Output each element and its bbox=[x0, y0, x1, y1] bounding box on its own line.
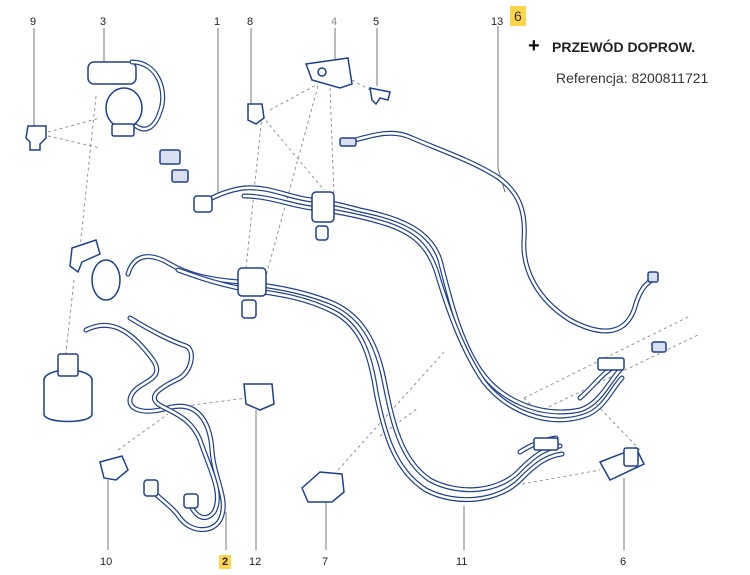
part-3-sub-connector bbox=[159, 149, 189, 183]
callout-7[interactable]: 7 bbox=[322, 556, 329, 568]
part-2-end bbox=[143, 479, 199, 509]
part-4-bracket[interactable] bbox=[304, 57, 353, 89]
callout-13[interactable]: 13 bbox=[491, 16, 504, 28]
callout-4[interactable]: 4 bbox=[331, 16, 338, 28]
part-3-filter-assembly[interactable] bbox=[87, 59, 166, 137]
part-reference: Referencja: 8200811721 bbox=[556, 70, 709, 86]
part-9-clip[interactable] bbox=[25, 125, 47, 151]
add-part-icon[interactable]: + bbox=[528, 35, 540, 57]
part-6-bracket[interactable] bbox=[598, 447, 646, 481]
callout-6[interactable]: 6 bbox=[620, 556, 627, 568]
part-12-clip[interactable] bbox=[243, 383, 275, 411]
callout-8[interactable]: 8 bbox=[247, 16, 254, 28]
part-5-bolt[interactable] bbox=[369, 87, 391, 106]
part-10-clip[interactable] bbox=[99, 455, 129, 481]
callout-12[interactable]: 12 bbox=[249, 556, 262, 568]
leader-lines bbox=[33, 26, 625, 550]
part-1-connector[interactable] bbox=[193, 195, 213, 213]
part-right-connectors bbox=[339, 137, 667, 451]
callout-5[interactable]: 5 bbox=[373, 16, 380, 28]
part-8-clip[interactable] bbox=[247, 103, 265, 125]
part-pressure-unit bbox=[43, 353, 93, 423]
callout-10[interactable]: 10 bbox=[100, 556, 113, 568]
callout-11[interactable]: 11 bbox=[456, 556, 468, 568]
part-pump-left bbox=[69, 239, 121, 301]
assembly-dash-lines bbox=[47, 79, 701, 485]
callout-9[interactable]: 9 bbox=[30, 16, 37, 28]
part-clips-upper bbox=[237, 191, 335, 319]
selected-part-badge[interactable]: 6 bbox=[510, 6, 526, 26]
callout-3[interactable]: 3 bbox=[100, 16, 107, 28]
pipe-bundle bbox=[83, 130, 655, 532]
part-name: PRZEWÓD DOPROW. bbox=[552, 39, 696, 55]
callout-1[interactable]: 1 bbox=[214, 16, 221, 28]
callout-2[interactable]: 2 bbox=[219, 555, 232, 569]
part-7-bracket[interactable] bbox=[301, 471, 345, 503]
